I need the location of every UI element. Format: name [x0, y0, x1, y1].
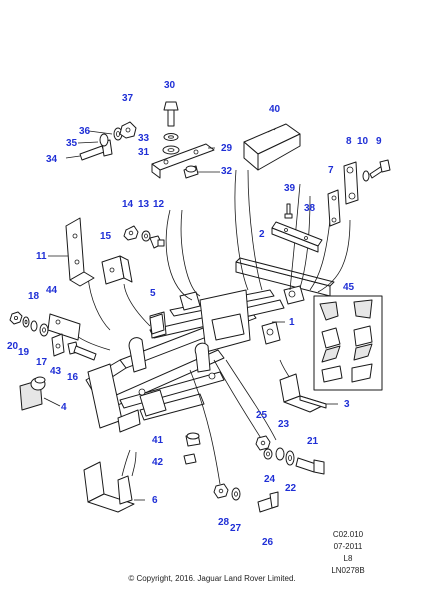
callout-18[interactable]: 18: [28, 291, 40, 302]
callout-40[interactable]: 40: [269, 104, 281, 115]
callout-25[interactable]: 25: [256, 410, 268, 421]
section-code: C02.010: [332, 530, 364, 539]
callout-17[interactable]: 17: [36, 357, 48, 368]
part-4-bump-stop: [19, 376, 46, 411]
part-5-bracket: [149, 313, 165, 335]
part-8-shackle-plate: [343, 161, 359, 205]
callout-19[interactable]: 19: [18, 347, 30, 358]
part-40-heat-shield: [243, 123, 301, 171]
part-19-washer: [22, 316, 30, 328]
callout-29[interactable]: 29: [221, 143, 233, 154]
revision-date: 07-2011: [333, 542, 363, 551]
callout-12[interactable]: 12: [153, 199, 165, 210]
callout-30[interactable]: 30: [164, 80, 176, 91]
part-41-bush: [185, 432, 201, 447]
callout-13[interactable]: 13: [138, 199, 150, 210]
illustration-number: LN0278B: [331, 566, 365, 575]
part-22-washer: [285, 450, 295, 466]
part-24-washer: [263, 448, 273, 460]
callout-22[interactable]: 22: [285, 483, 297, 494]
callout-16[interactable]: 16: [67, 372, 79, 383]
callout-31[interactable]: 31: [138, 147, 150, 158]
part-31-washer: [162, 145, 180, 155]
callout-5[interactable]: 5: [150, 288, 156, 299]
callout-33[interactable]: 33: [138, 133, 150, 144]
callout-2[interactable]: 2: [259, 229, 265, 240]
part-37-nut: [119, 121, 137, 139]
part-35-washer: [99, 133, 109, 147]
part-25-nut: [255, 435, 271, 451]
callout-14[interactable]: 14: [122, 199, 134, 210]
callout-44[interactable]: 44: [46, 285, 58, 296]
part-17-washer: [39, 323, 49, 337]
callout-leaders: [43, 130, 338, 501]
callout-15[interactable]: 15: [100, 231, 112, 242]
callout-20[interactable]: 20: [7, 341, 19, 352]
callout-36[interactable]: 36: [79, 126, 91, 137]
part-14-nut: [123, 225, 139, 241]
callout-45[interactable]: 45: [343, 282, 355, 293]
part-20-nut: [9, 311, 23, 325]
callout-41[interactable]: 41: [152, 435, 164, 446]
callout-7[interactable]: 7: [328, 165, 334, 176]
part-44-bracket: [47, 313, 81, 341]
copyright-notice: © Copyright, 2016. Jaguar Land Rover Lim…: [128, 574, 296, 583]
callout-11[interactable]: 11: [36, 251, 47, 262]
callout-38[interactable]: 38: [304, 203, 316, 214]
callout-26[interactable]: 26: [262, 537, 274, 548]
part-15-bracket: [101, 255, 133, 285]
callout-4[interactable]: 4: [61, 402, 67, 413]
part-30-bolt: [163, 101, 179, 127]
part-33-washer: [163, 133, 179, 141]
callout-8[interactable]: 8: [346, 136, 352, 147]
callout-10[interactable]: 10: [357, 136, 369, 147]
part-42-clip: [183, 453, 197, 465]
part-45-inset: [313, 295, 383, 391]
part-27-washer: [231, 487, 241, 501]
callout-1[interactable]: 1: [289, 317, 295, 328]
callout-27[interactable]: 27: [230, 523, 242, 534]
callout-35[interactable]: 35: [66, 138, 78, 149]
callout-37[interactable]: 37: [122, 93, 134, 104]
callout-labels: 1 2 3 4 5 6 7 8 9 10 11 12 13 14 15 16 1…: [7, 80, 382, 548]
part-39-stud: [284, 203, 293, 219]
callout-23[interactable]: 23: [278, 419, 290, 430]
part-12-bolt: [149, 235, 165, 249]
part-21-bolt: [295, 457, 325, 475]
callout-34[interactable]: 34: [46, 154, 58, 165]
part-6-bracket: [83, 461, 135, 513]
part-9-bolt: [369, 159, 391, 179]
part-13-washer: [141, 230, 151, 242]
callout-39[interactable]: 39: [284, 183, 296, 194]
part-18-washer: [30, 320, 38, 332]
part-32-nut: [183, 165, 199, 179]
callout-3[interactable]: 3: [344, 399, 350, 410]
leader-lines: [71, 169, 351, 485]
part-43-mount: [51, 333, 65, 357]
callout-42[interactable]: 42: [152, 457, 164, 468]
part-29-bracket: [151, 143, 215, 179]
level-code: L8: [343, 554, 353, 563]
part-23-washer: [275, 447, 285, 461]
callout-43[interactable]: 43: [50, 366, 62, 377]
callout-28[interactable]: 28: [218, 517, 230, 528]
part-26-bolt: [257, 491, 279, 513]
part-11-bracket: [65, 217, 95, 287]
callout-32[interactable]: 32: [221, 166, 233, 177]
part-16-bolt: [67, 341, 97, 361]
callout-21[interactable]: 21: [307, 436, 319, 447]
part-38-bracket: [271, 221, 323, 253]
part-28-nut: [213, 483, 229, 499]
part-7-shackle-pin: [327, 189, 341, 227]
part-3-bracket: [279, 373, 327, 413]
callout-9[interactable]: 9: [376, 136, 382, 147]
chassis-frame: [85, 257, 335, 433]
callout-6[interactable]: 6: [152, 495, 158, 506]
callout-24[interactable]: 24: [264, 474, 276, 485]
part-10-washer: [362, 170, 370, 182]
part-36-washer: [113, 127, 123, 141]
